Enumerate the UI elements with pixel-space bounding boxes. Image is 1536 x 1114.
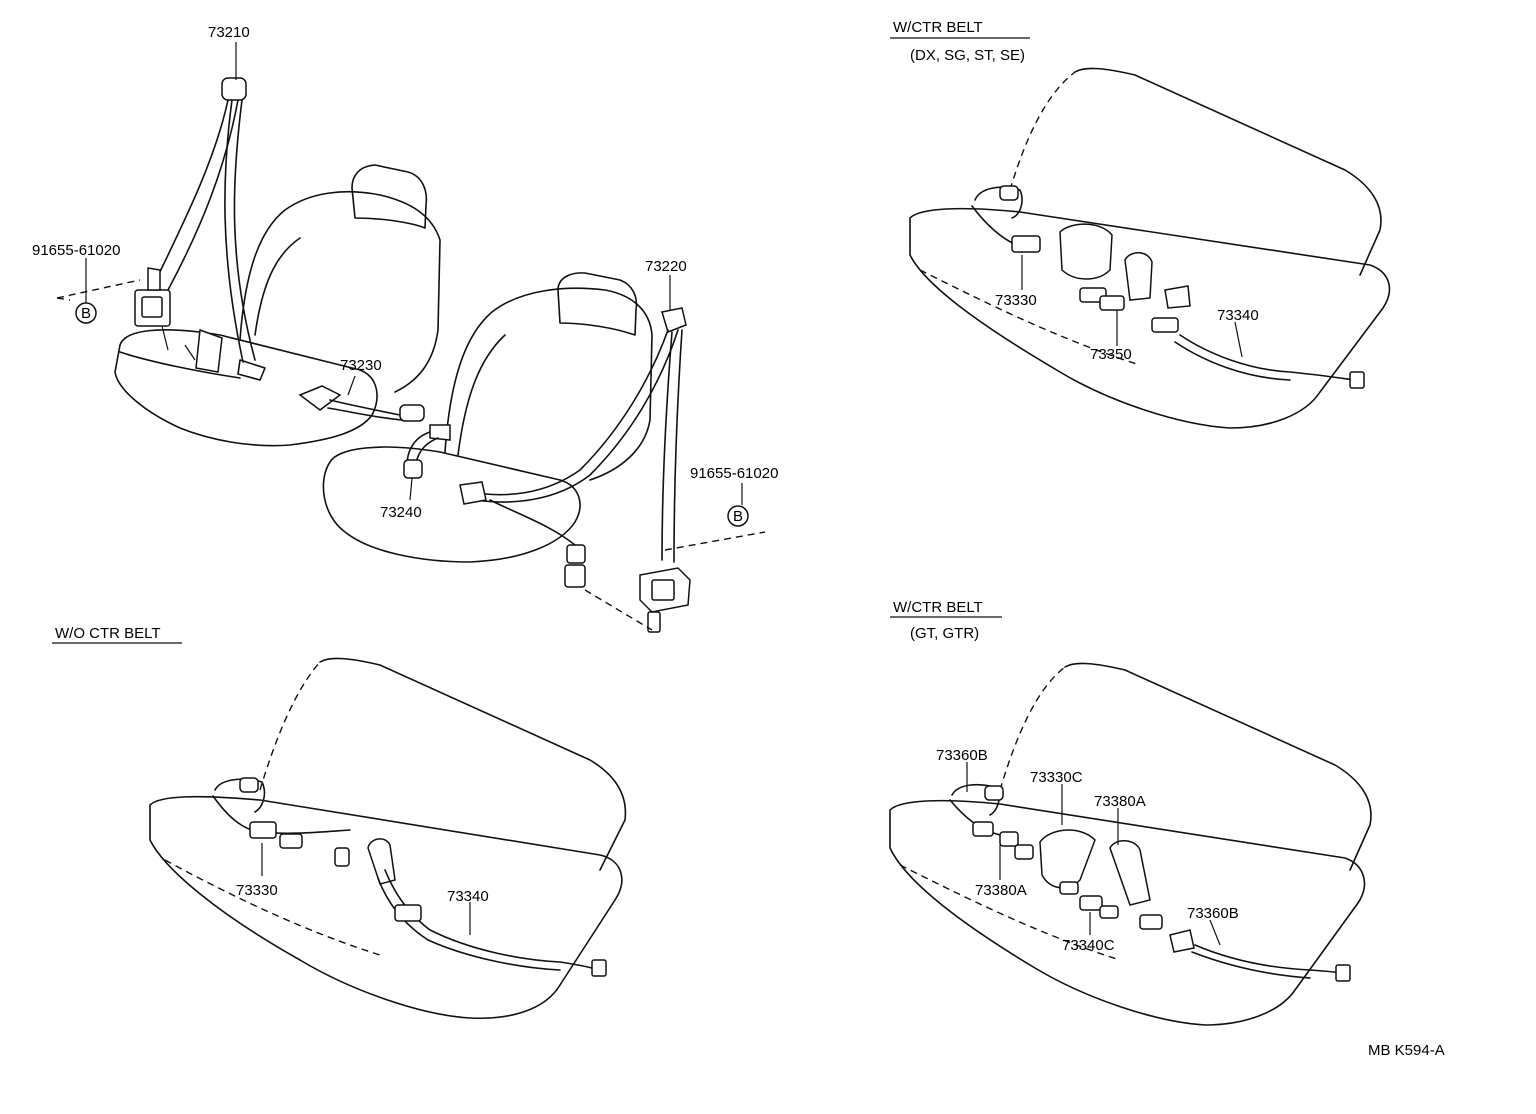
front-right-seat: [322, 272, 653, 563]
section-variants-dx: (DX, SG, ST, SE): [910, 47, 1025, 64]
front-right-belt-73220: [459, 307, 691, 633]
section-heading-w-ctr-dx: W/CTR BELT: [893, 19, 983, 36]
ref-b-right-circle: B: [727, 505, 749, 527]
part-label-73350-dx: 73350: [1090, 346, 1132, 363]
rear-seat-w-ctr-dx: W/CTR BELT (DX, SG, ST, SE) 73330 73340 …: [890, 19, 1391, 429]
rear-seat-wo-ctr: W/O CTR BELT 73330 73340: [52, 625, 627, 1020]
part-label-73330-wo: 73330: [236, 882, 278, 899]
front-left-buckle-73230: [298, 385, 425, 422]
section-variants-gt: (GT, GTR): [910, 625, 979, 642]
ref-b-left-circle: B: [75, 302, 97, 324]
ref-b-left-label: B: [81, 305, 91, 322]
part-label-73220: 73220: [645, 258, 687, 275]
part-label-73330C: 73330C: [1030, 769, 1083, 786]
part-label-73360B-left: 73360B: [936, 747, 988, 764]
part-label-73340-dx: 73340: [1217, 307, 1259, 324]
front-right-buckle-73240: [403, 424, 451, 479]
ref-b-right-label: B: [733, 508, 743, 525]
part-label-73330-dx: 73330: [995, 292, 1037, 309]
part-label-73380A-right: 73380A: [1094, 793, 1146, 810]
part-label-91655-right: 91655-61020: [690, 465, 778, 482]
part-label-73340C: 73340C: [1062, 937, 1115, 954]
part-label-73210: 73210: [208, 24, 250, 41]
section-heading-w-ctr-gt: W/CTR BELT: [893, 599, 983, 616]
drawing-code: MB K594-A: [1368, 1042, 1445, 1059]
part-label-91655-left: 91655-61020: [32, 242, 120, 259]
part-label-73380A-left: 73380A: [975, 882, 1027, 899]
rear-seat-w-ctr-gt: W/CTR BELT (GT, GTR) 73360B 73330C 73380…: [889, 599, 1372, 1026]
part-label-73340-wo: 73340: [447, 888, 489, 905]
section-heading-wo-ctr: W/O CTR BELT: [55, 625, 161, 642]
part-label-73360B-right: 73360B: [1187, 905, 1239, 922]
part-label-73230: 73230: [340, 357, 382, 374]
front-left-seat: [114, 164, 441, 447]
part-label-73240: 73240: [380, 504, 422, 521]
front-left-belt-73210: [134, 77, 266, 381]
